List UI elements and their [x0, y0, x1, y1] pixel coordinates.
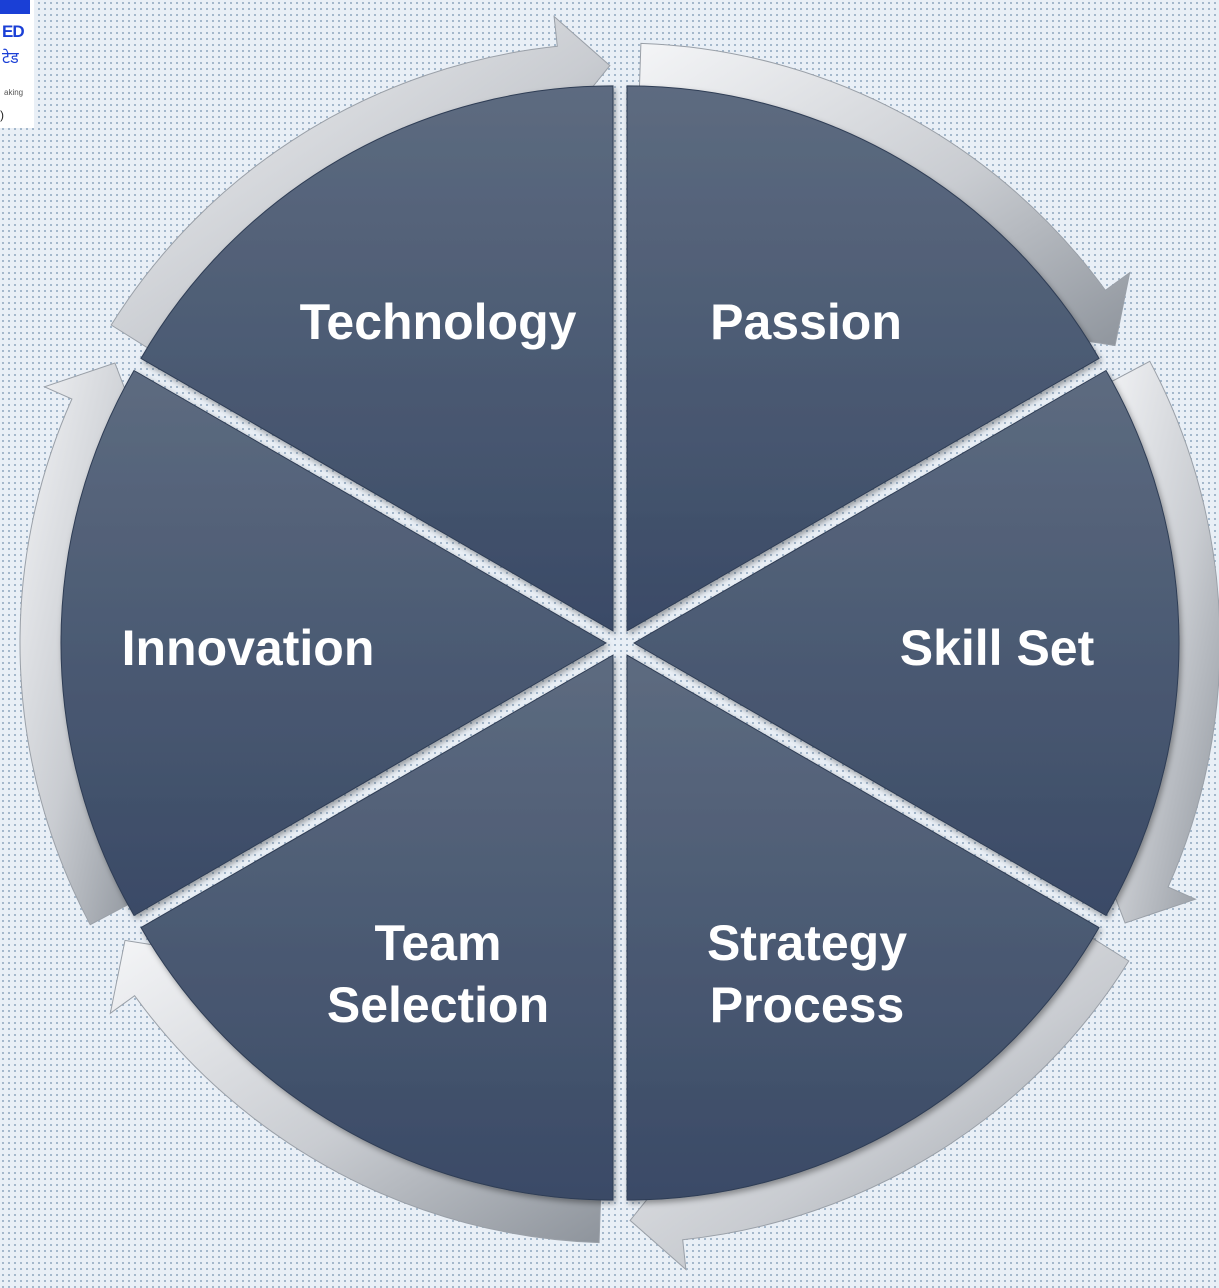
segment-label-line: Skill Set: [900, 620, 1095, 676]
segment-label-passion: Passion: [710, 294, 902, 350]
segment-label-line: Passion: [710, 294, 902, 350]
logo-text-2: टेड: [2, 50, 19, 67]
wedge-strategy-process: [626, 654, 1100, 1201]
segment-label-line: Team: [375, 915, 502, 971]
wedge-passion: [626, 85, 1100, 632]
wedge-innovation: [60, 369, 608, 917]
logo-bar: [0, 0, 30, 14]
segment-label-line: Innovation: [122, 620, 375, 676]
segment-label-line: Selection: [327, 977, 549, 1033]
segment-label-skill-set: Skill Set: [900, 620, 1095, 676]
segment-label-technology: Technology: [300, 294, 577, 350]
wedge-skill-set: [632, 369, 1180, 917]
logo-text-4: ): [0, 108, 4, 122]
wedge-team-selection: [140, 654, 614, 1201]
wedge-technology: [140, 85, 614, 632]
logo-text-1: ED: [2, 22, 25, 41]
segment-label-line: Process: [710, 977, 905, 1033]
company-logo: ED टेड aking ): [0, 0, 34, 128]
segment-label-innovation: Innovation: [122, 620, 375, 676]
logo-text-3: aking: [4, 88, 24, 97]
segment-label-line: Strategy: [707, 915, 907, 971]
segment-label-line: Technology: [300, 294, 577, 350]
